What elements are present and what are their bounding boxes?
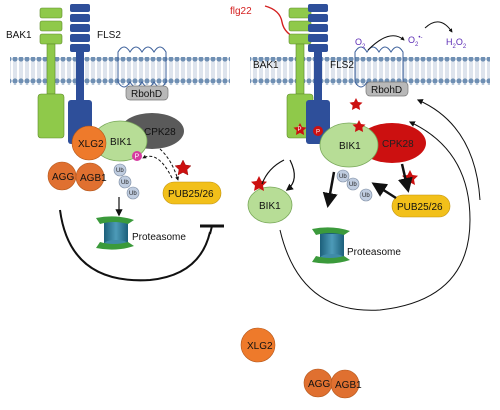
agb1-left <box>75 162 105 192</box>
xlg2-released <box>240 327 276 363</box>
feedback-loop-right <box>279 121 471 311</box>
star-bak1-right <box>293 123 307 135</box>
star-pub-left <box>174 159 192 176</box>
arrow-pub-ub-right <box>371 182 397 200</box>
bik1-released <box>247 186 293 224</box>
svg-text:Ub: Ub <box>362 193 370 199</box>
membrane-left <box>10 57 230 85</box>
ub-right-1 <box>336 169 350 183</box>
feedback-arc-left <box>59 209 211 282</box>
rbohd-left-label: RbohD <box>131 89 162 100</box>
superoxide-label: O2•- <box>408 35 422 48</box>
proteasome-right-label: Proteasome <box>347 247 401 258</box>
agg-released-label: AGG <box>308 379 330 390</box>
bik1-right <box>319 122 379 168</box>
svg-text:Ub: Ub <box>339 174 347 180</box>
xlg2-left <box>71 125 107 161</box>
arrow-pub-ub-left <box>142 154 173 179</box>
left-panel: BAK1 FLS2 RbohD CPK28 BIK1 P XLG2 <box>6 4 224 282</box>
ub-left-1 <box>113 163 127 177</box>
agb1-released <box>330 369 360 399</box>
svg-text:Ub: Ub <box>129 191 137 197</box>
arrow-to-proteasome-right <box>322 171 338 208</box>
svg-text:Ub: Ub <box>121 180 129 186</box>
proteasome-left-label: Proteasome <box>132 232 186 243</box>
bak1-right-label: BAK1 <box>253 60 279 71</box>
phospho-left <box>132 151 142 161</box>
svg-text:Ub: Ub <box>349 182 357 188</box>
proteasome-right <box>312 227 350 264</box>
ub-left-3 <box>126 186 140 200</box>
bik1-released-label: BIK1 <box>259 201 281 212</box>
arrow-release-bik1 <box>285 159 295 191</box>
arrow-superoxide-h2o2 <box>424 21 453 33</box>
agb1-released-label: AGB1 <box>335 380 362 391</box>
agg-left-label: AGG <box>52 172 74 183</box>
ub-chain-right: Ub Ub Ub <box>336 169 373 202</box>
pub-right-label: PUB25/26 <box>397 202 443 213</box>
xlg2-released-label: XLG2 <box>247 341 273 352</box>
flg22-label: flg22 <box>230 6 252 17</box>
feedback-loop-outer-right <box>416 99 481 201</box>
phospho-fls2-right <box>313 126 323 136</box>
pub-left-label: PUB25/26 <box>168 189 214 200</box>
fls2-receptor-right <box>306 4 330 144</box>
rbohd-left: RbohD <box>117 46 169 101</box>
star-bik1-released <box>251 176 267 191</box>
svg-text:Ub: Ub <box>116 168 124 174</box>
ub-right-2 <box>346 177 360 191</box>
cpk28-left-label: CPK28 <box>144 127 176 138</box>
arrow-o2-superoxide <box>367 35 405 51</box>
xlg2-left-label: XLG2 <box>78 139 104 150</box>
fls2-label: FLS2 <box>97 30 121 41</box>
rbohd-right-label: RbohD <box>371 85 402 96</box>
fls2-right-label: FLS2 <box>330 60 354 71</box>
h2o2-label: H2O2 <box>446 37 467 50</box>
o2-label: O2 <box>355 37 366 50</box>
svg-text:P: P <box>298 127 302 133</box>
bak1-receptor <box>37 7 65 139</box>
star-rbohd-right <box>349 98 363 110</box>
proteasome-left <box>96 216 134 250</box>
bik1-left-label: BIK1 <box>110 137 132 148</box>
star-bik1-right <box>352 120 366 132</box>
ub-chain-left: Ub Ub Ub <box>113 163 140 200</box>
bik1-right-label: BIK1 <box>339 141 361 152</box>
bak1-label: BAK1 <box>6 30 32 41</box>
right-panel: flg22 BAK1 FLS2 P P <box>230 4 481 399</box>
pub-right <box>391 194 451 218</box>
ub-left-2 <box>118 175 132 189</box>
arrow-cpk28-pub-right <box>397 163 413 193</box>
agb1-left-label: AGB1 <box>80 173 107 184</box>
arrow-cpk28-pub-left <box>159 148 179 181</box>
pub-left <box>162 181 222 205</box>
svg-text:P: P <box>316 130 320 136</box>
phospho-left-label: P <box>135 154 140 161</box>
cpk28-right-label: CPK28 <box>382 139 414 150</box>
membrane-right <box>250 57 490 85</box>
